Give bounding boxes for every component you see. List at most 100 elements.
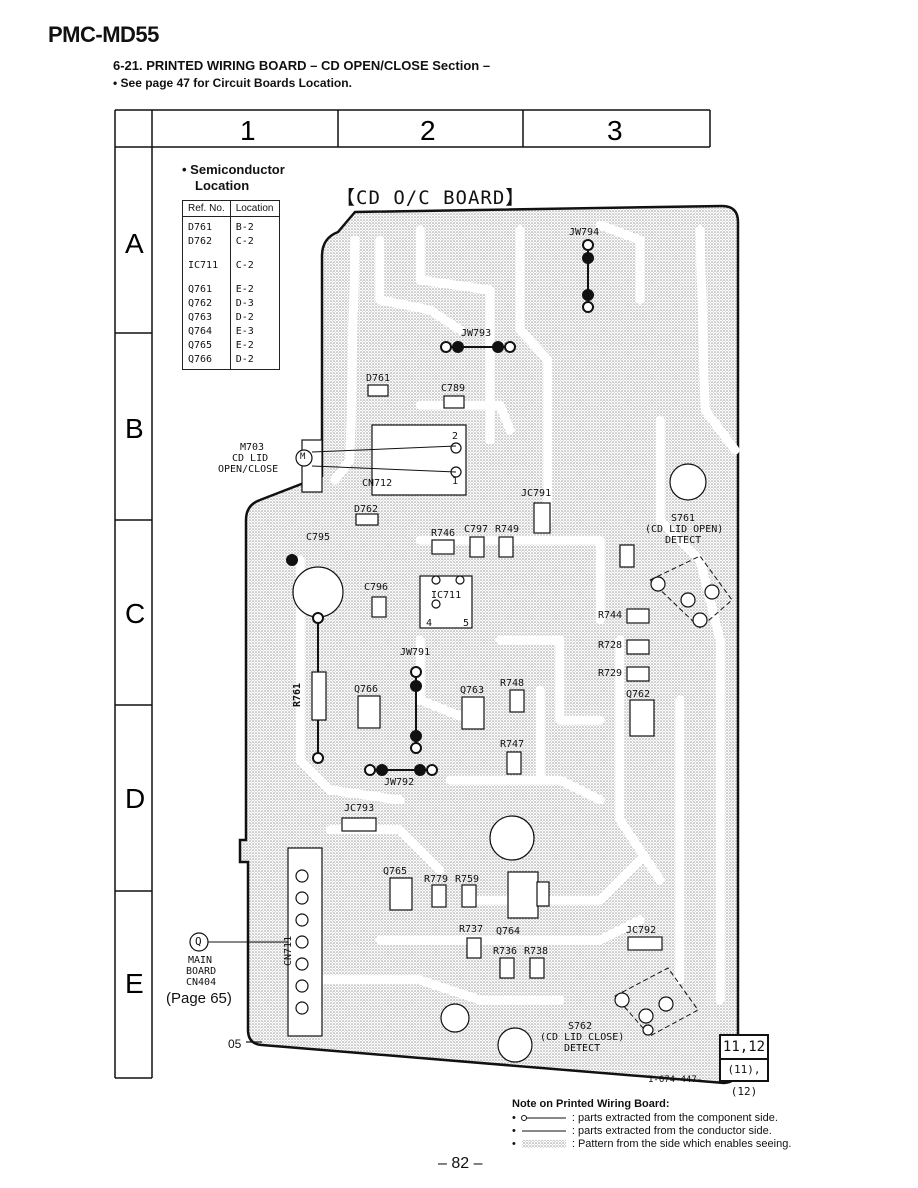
col-loc-header: Location <box>229 200 280 217</box>
label-main-line3: CN404 <box>186 977 217 988</box>
label-main-line2: BOARD <box>186 966 217 977</box>
label-c789: C789 <box>441 383 466 394</box>
label-s762-line2: (CD LID CLOSE) <box>540 1032 625 1043</box>
label-m703: M703 <box>240 442 265 453</box>
note-item: • : parts extracted from the component s… <box>512 1112 778 1124</box>
pattern-swatch-icon <box>521 1140 566 1148</box>
col-ref-header: Ref. No. <box>182 200 231 217</box>
label-jc791: JC791 <box>521 488 552 499</box>
row-e: E <box>125 968 144 999</box>
label-r729: R729 <box>598 668 623 679</box>
label-q766: Q766 <box>354 684 379 695</box>
semiconductor-heading-line1: • Semiconductor <box>182 162 285 177</box>
label-s761-line3: DETECT <box>665 535 702 546</box>
label-main: MAIN <box>188 955 213 966</box>
row-c: C <box>125 598 145 629</box>
row-d: D <box>125 783 145 814</box>
pcb-traces <box>295 220 740 1005</box>
label-jw794: JW794 <box>569 227 600 238</box>
model-name: PMC-MD55 <box>48 22 159 47</box>
label-jc792: JC792 <box>626 925 657 936</box>
loc-cell: C-2 <box>229 235 280 249</box>
note-item: • : parts extracted from the conductor s… <box>512 1125 772 1137</box>
pcb-part-number: 1-674-447- <box>648 1075 703 1085</box>
label-r736: R736 <box>493 946 518 957</box>
ref-cell: Q763 <box>182 311 231 325</box>
label-r759: R759 <box>455 874 480 885</box>
label-ic711: IC711 <box>431 590 462 601</box>
loc-cell: E-2 <box>229 339 280 353</box>
loc-cell: E-3 <box>229 325 280 339</box>
label-m703-line3: OPEN/CLOSE <box>218 464 279 475</box>
label-c795: C795 <box>306 532 331 543</box>
ref-cell: D761 <box>182 216 231 235</box>
label-pin5: 5 <box>463 618 470 629</box>
ref-cell: IC711 <box>182 249 231 273</box>
label-s762: S762 <box>568 1021 593 1032</box>
label-c796: C796 <box>364 582 389 593</box>
label-r744: R744 <box>598 610 623 621</box>
label-r761: R761 <box>292 682 303 707</box>
label-jc793: JC793 <box>344 803 375 814</box>
notes-heading: Note on Printed Wiring Board: <box>512 1098 670 1110</box>
label-pin1: 1 <box>452 476 459 487</box>
bullet-icon: • <box>512 1125 516 1137</box>
row-b: B <box>125 413 144 444</box>
label-d761: D761 <box>366 373 391 384</box>
conductor-side-line-icon <box>521 1130 566 1132</box>
label-r738: R738 <box>524 946 549 957</box>
connector-q-icon: Q <box>195 935 202 948</box>
label-d762: D762 <box>354 504 379 515</box>
table-header-row: Ref. No. Location <box>182 200 280 217</box>
component-side-line-icon <box>520 1115 566 1121</box>
label-r748: R748 <box>500 678 525 689</box>
label-r737: R737 <box>459 924 484 935</box>
label-q764: Q764 <box>496 926 521 937</box>
label-pin2: 2 <box>452 431 459 442</box>
label-r746: R746 <box>431 528 456 539</box>
loc-cell: D-2 <box>229 311 280 325</box>
board-location-note: • See page 47 for Circuit Boards Locatio… <box>113 76 352 90</box>
loc-cell: C-2 <box>229 249 280 273</box>
col-2: 2 <box>420 115 436 146</box>
ref-cell: Q762 <box>182 297 231 311</box>
label-q762: Q762 <box>626 689 651 700</box>
note-item: • : Pattern from the side which enables … <box>512 1138 791 1150</box>
note-text: : Pattern from the side which enables se… <box>571 1138 792 1150</box>
col-3: 3 <box>607 115 623 146</box>
ref-box-bottom: (11),(12) <box>727 1063 761 1098</box>
label-s761-line2: (CD LID OPEN) <box>645 524 724 535</box>
label-cn712: CN712 <box>362 478 393 489</box>
label-r747: R747 <box>500 739 525 750</box>
ref-cell: D762 <box>182 235 231 249</box>
label-pin4: 4 <box>426 618 433 629</box>
loc-cell: B-2 <box>229 216 280 235</box>
label-c797: C797 <box>464 524 489 535</box>
label-q763: Q763 <box>460 685 485 696</box>
label-r779: R779 <box>424 874 449 885</box>
col-1: 1 <box>240 115 256 146</box>
row-a: A <box>125 228 144 259</box>
ref-cell: Q764 <box>182 325 231 339</box>
label-s761: S761 <box>671 513 696 524</box>
label-s762-line3: DETECT <box>564 1043 601 1054</box>
ref-cell: Q766 <box>182 353 231 370</box>
pcb-board-outline <box>238 204 740 1085</box>
label-jw791: JW791 <box>400 647 431 658</box>
label-r728: R728 <box>598 640 623 651</box>
bullet-icon: • <box>512 1112 516 1124</box>
note-text: : parts extracted from the conductor sid… <box>571 1125 772 1137</box>
label-m703-line2: CD LID <box>232 453 269 464</box>
label-jw792: JW792 <box>384 777 415 788</box>
page-reference: (Page 65) <box>166 990 232 1007</box>
label-cn711: CN711 <box>283 935 294 966</box>
